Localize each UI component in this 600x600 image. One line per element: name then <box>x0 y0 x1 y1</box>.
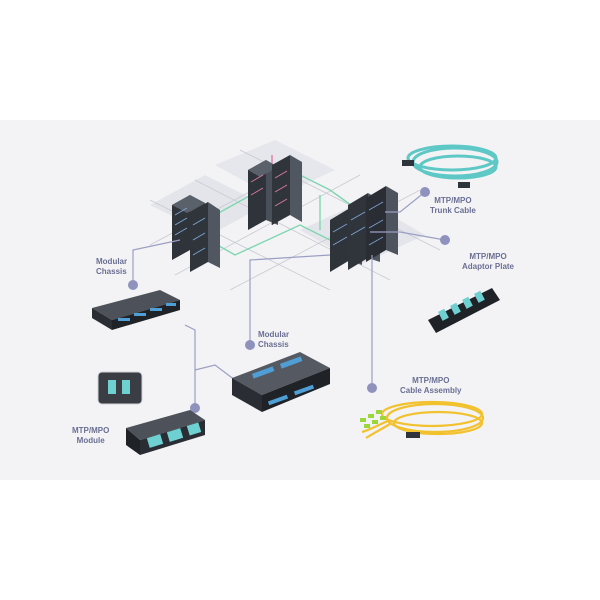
server-rack-center <box>248 155 302 230</box>
trunk-cable-icon <box>402 144 499 188</box>
module-cassette-icon <box>97 371 205 455</box>
label-cable-assembly: MTP/MPO Cable Assembly <box>400 376 462 395</box>
label-adaptor-plate: MTP/MPO Adaptor Plate <box>462 252 515 271</box>
callout-lines <box>132 191 446 408</box>
label-modular-chassis-center: Modular Chassis <box>258 330 290 349</box>
lc-connectors-icon <box>360 410 386 428</box>
label-mtp-module: MTP/MPO Module <box>72 426 110 445</box>
label-trunk-cable: MTP/MPO Trunk Cable <box>430 196 476 215</box>
modular-chassis-left-icon <box>92 290 180 330</box>
server-rack-left <box>172 195 220 272</box>
callout-dots <box>128 187 450 413</box>
server-rack-right <box>330 186 398 272</box>
adaptor-plate-icon <box>428 288 500 333</box>
patch-panel-icon <box>232 352 330 412</box>
label-modular-chassis-left: Modular Chassis <box>96 257 128 276</box>
